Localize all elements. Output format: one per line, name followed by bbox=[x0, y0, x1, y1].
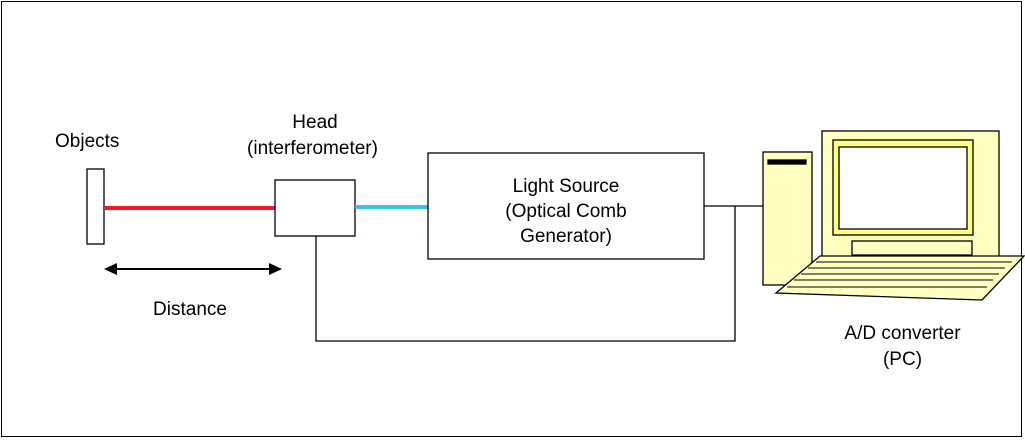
light-source-label-line2: (Optical Comb bbox=[505, 201, 627, 222]
double-arrow-icon bbox=[104, 263, 282, 275]
head-label-line1: Head bbox=[292, 112, 338, 133]
distance-label: Distance bbox=[153, 299, 227, 320]
head-label-line2: (interferometer) bbox=[247, 138, 378, 159]
desktop-computer-icon bbox=[762, 130, 1025, 301]
light-source-label-line3: Generator) bbox=[520, 226, 612, 247]
object-plate bbox=[86, 168, 105, 245]
objects-label: Objects bbox=[55, 131, 120, 152]
pc-label-line2: (PC) bbox=[882, 349, 923, 370]
head-box bbox=[274, 179, 356, 237]
light-source-box bbox=[427, 152, 705, 260]
signal-wire-head-to-pc bbox=[315, 206, 736, 342]
pc-label-line1: A/D converter bbox=[844, 323, 961, 344]
light-source-label-line1: Light Source bbox=[512, 176, 620, 197]
